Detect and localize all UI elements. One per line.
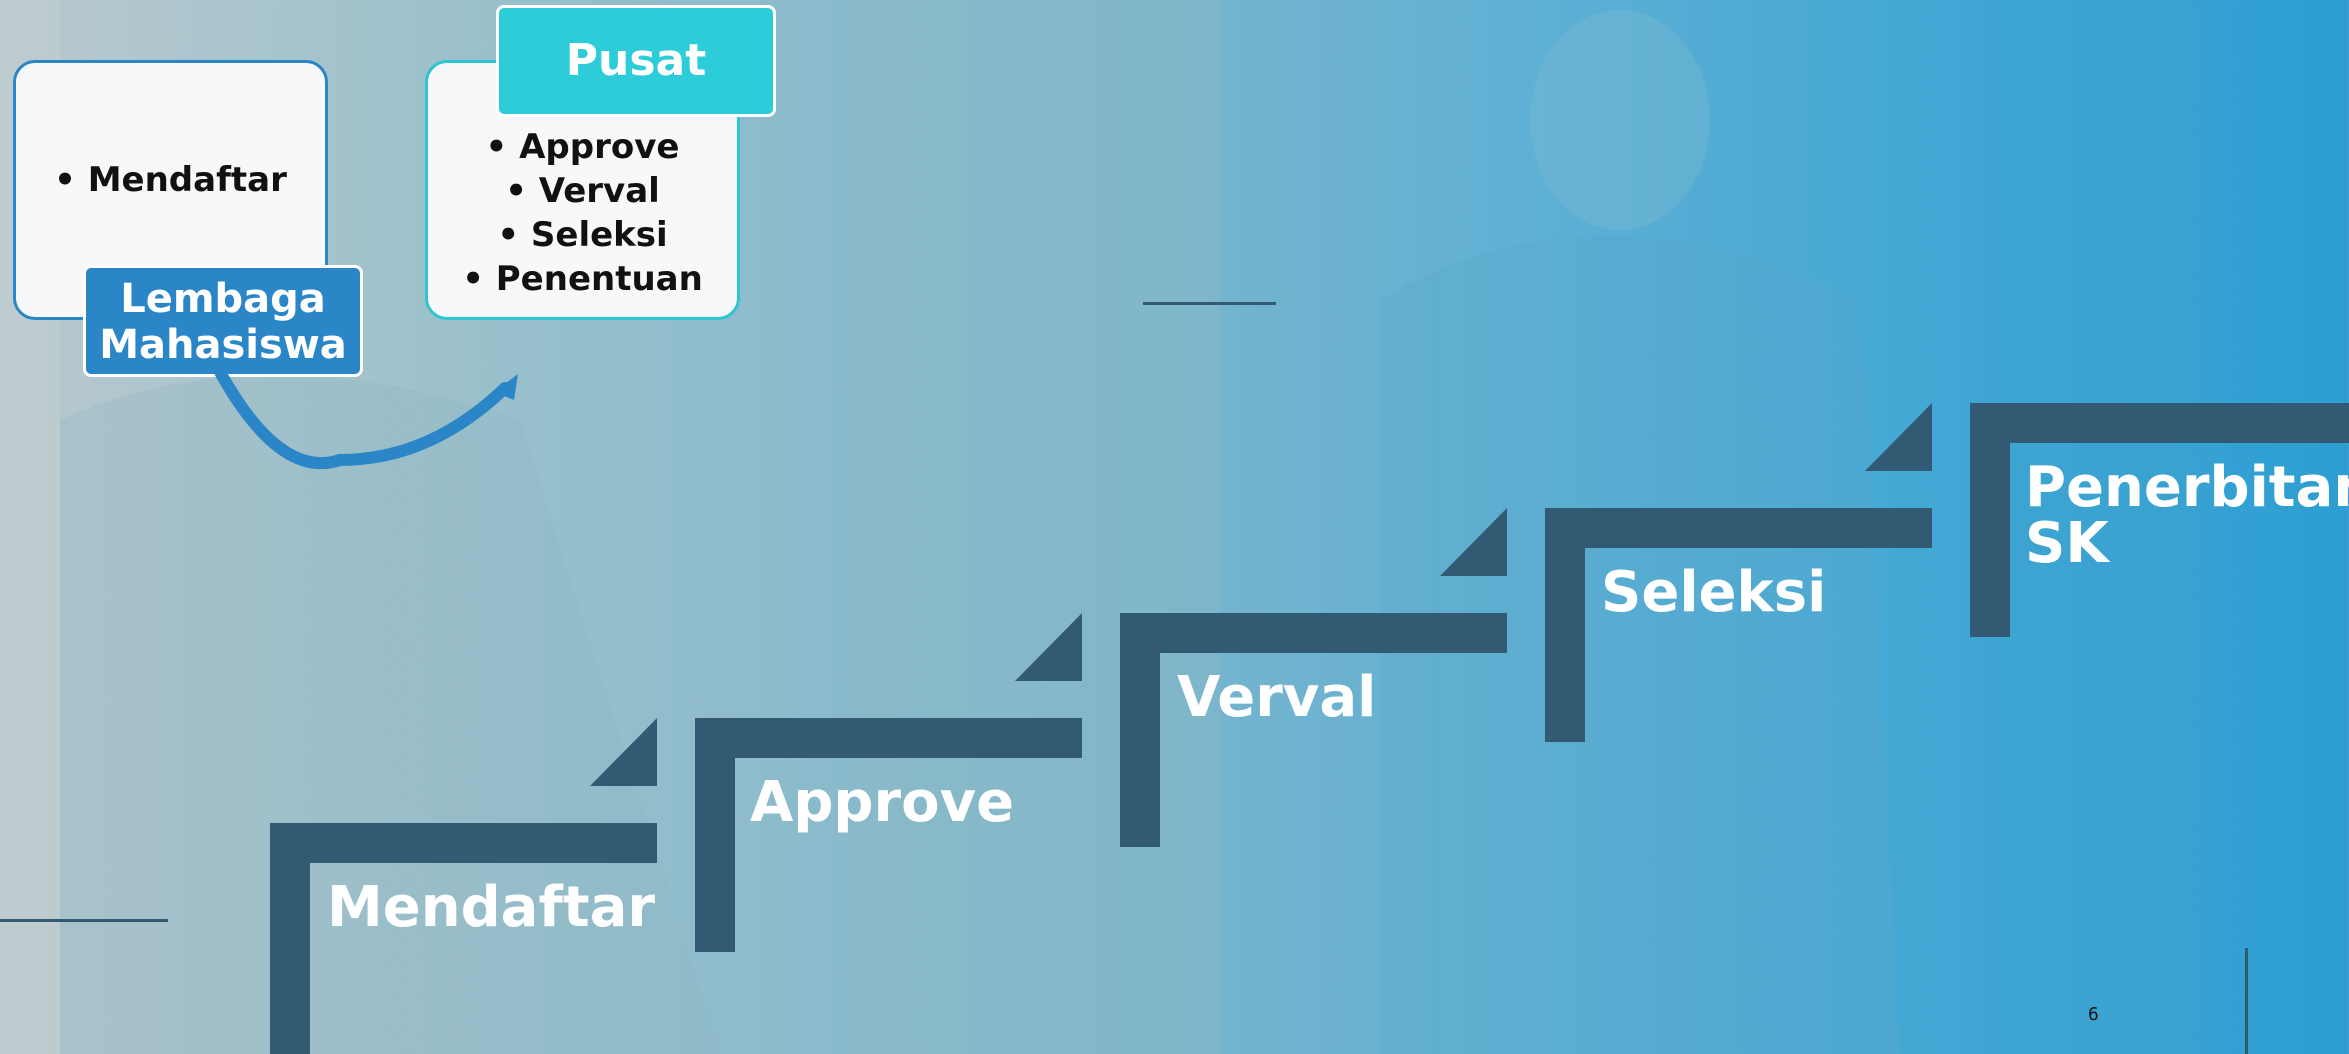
decorative-line-top <box>1143 302 1276 305</box>
page-number: 6 <box>2088 1004 2099 1025</box>
step-bracket-1-vertical <box>270 823 310 1054</box>
step-bracket-5 <box>1970 403 2349 443</box>
step-label-seleksi: Seleksi <box>1601 560 1827 625</box>
tag-pusat: Pusat <box>496 5 776 117</box>
curved-arrow-icon <box>214 366 518 470</box>
step-bracket-2-vertical <box>695 718 735 952</box>
step-triangle-2 <box>1015 613 1082 681</box>
step-triangle-1 <box>590 718 657 786</box>
step-bracket-3 <box>1120 613 1507 653</box>
card-right-bullet: • Penentuan <box>462 259 703 299</box>
step-bracket-2 <box>695 718 1082 758</box>
step-triangle-3 <box>1440 508 1507 576</box>
step-bracket-4 <box>1545 508 1932 548</box>
step-triangle-4 <box>1865 403 1932 471</box>
card-right-bullets: • Approve • Verval • Seleksi • Penentuan <box>428 125 737 301</box>
step-bracket-3-vertical <box>1120 613 1160 847</box>
decorative-line-left <box>0 919 168 922</box>
card-right-bullet: • Approve <box>485 127 680 167</box>
step-label-approve: Approve <box>750 770 1015 835</box>
step-label-verval: Verval <box>1177 665 1377 730</box>
step-label-mendaftar: Mendaftar <box>327 875 655 940</box>
step-bracket-1 <box>270 823 657 863</box>
step-bracket-4-vertical <box>1545 508 1585 742</box>
card-right-bullet: • Seleksi <box>497 215 668 255</box>
card-left-bullets: • Mendaftar <box>16 158 325 202</box>
decorative-line-bottom-right <box>2245 948 2248 1054</box>
card-right-bullet: • Verval <box>505 171 660 211</box>
step-label-penerbitan-sk: Penerbitan SK <box>2025 455 2349 576</box>
step-bracket-5-vertical <box>1970 403 2010 637</box>
card-left-bullet: • Mendaftar <box>54 160 287 200</box>
